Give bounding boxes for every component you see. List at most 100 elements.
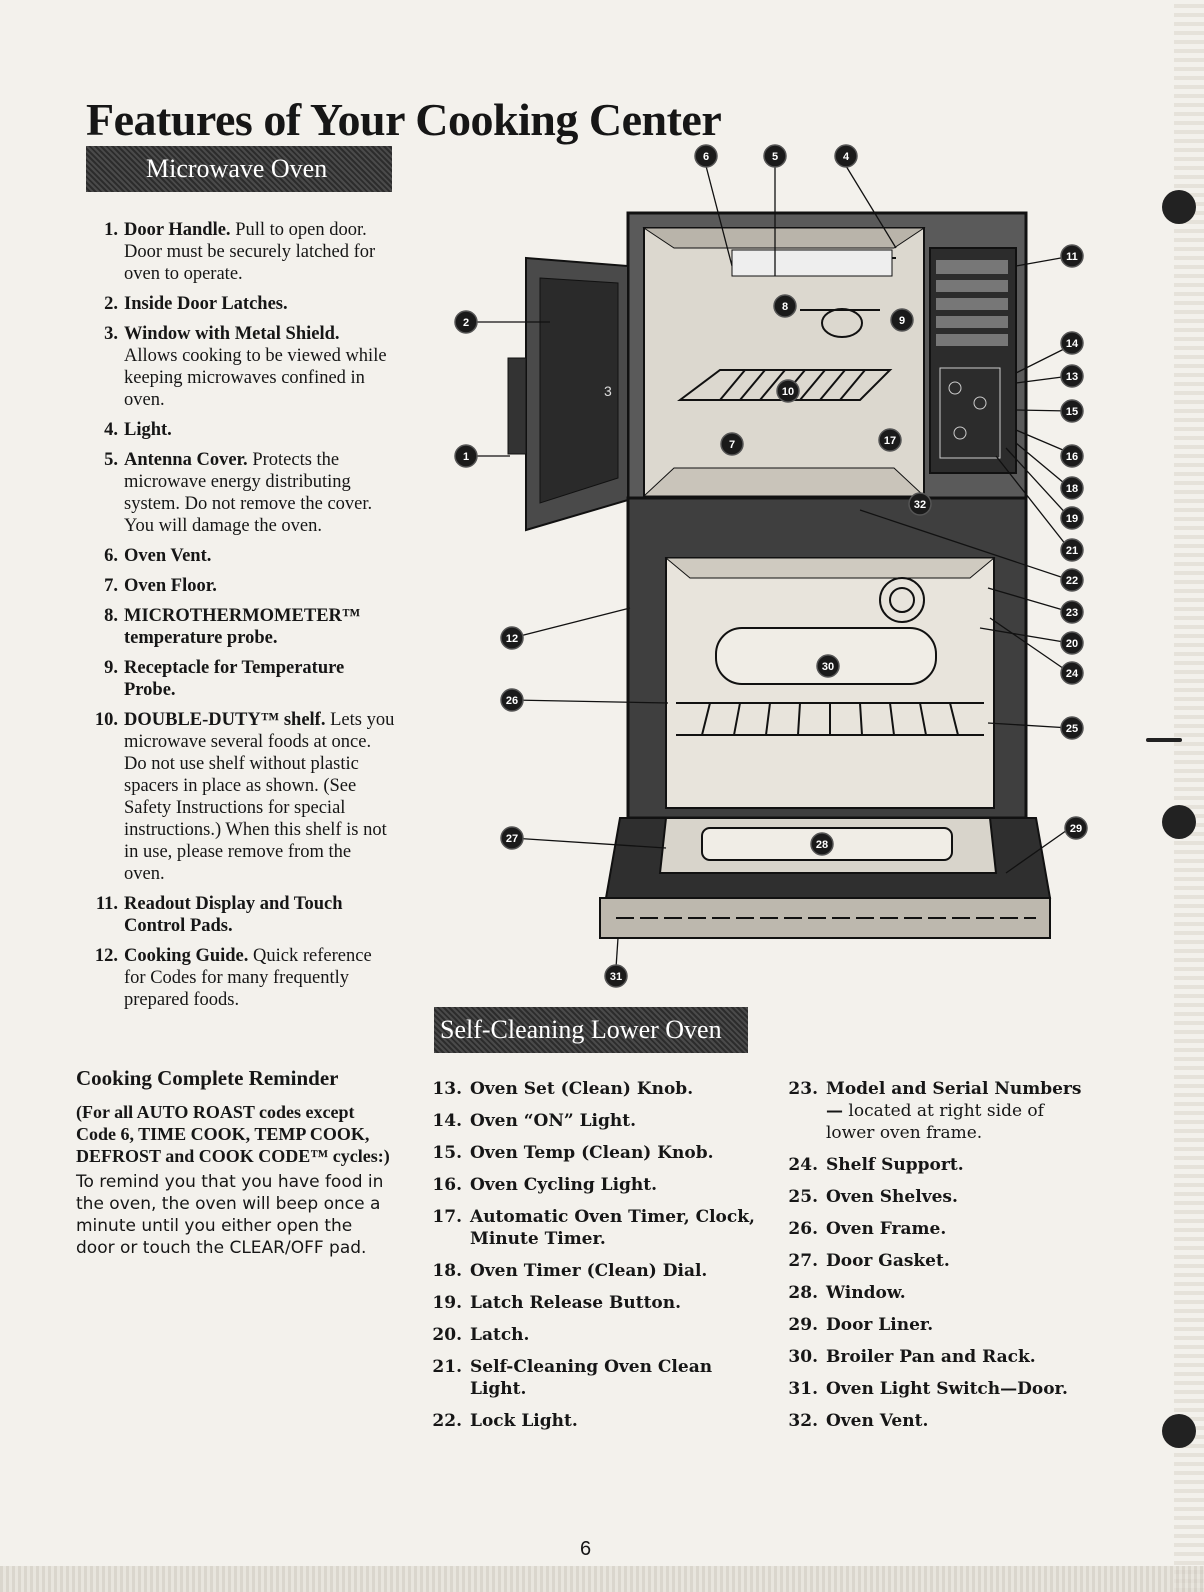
item-heading: Self-Cleaning Oven Clean Light. [470,1357,713,1399]
callout-number: 11 [1066,251,1078,263]
item-heading: Automatic Oven Timer, Clock, Minute Time… [470,1207,755,1249]
item-number: 16. [432,1175,462,1195]
item-number: 5. [104,450,118,470]
item-number: 13. [432,1079,462,1099]
item-heading: Door Handle. [124,220,231,240]
callout-number: 32 [914,499,926,511]
callout-circle [816,654,840,678]
callout-circle [454,310,478,334]
callout-number: 18 [1066,483,1078,495]
item-number: 7. [104,576,118,596]
callout-number: 9 [899,315,905,327]
callout-number: 31 [610,971,622,983]
callout-circle [890,308,914,332]
callout-circle [1060,600,1084,624]
callout-circle [773,294,797,318]
callout-circle [1060,716,1084,740]
item-number: 9. [104,658,118,678]
item-description: Pull to open door. Door must be securely… [124,220,376,284]
item-number: 27. [788,1251,818,1271]
callout-number: 6 [703,151,709,163]
callout-circle [454,444,478,468]
list-item: 26.Oven Frame. [786,1218,1086,1240]
list-item: 1. Door Handle. Pull to open door. Door m… [86,219,396,285]
list-item: 20.Latch. [430,1324,760,1346]
item-description: Quick reference for Codes for many frequ… [124,946,372,1010]
item-heading: Oven “ON” Light. [470,1111,637,1131]
item-number: 25. [788,1187,818,1207]
item-heading: Oven Light Switch—Door. [826,1379,1068,1399]
item-number: 31. [788,1379,818,1399]
margin-mark [1146,738,1182,742]
self-cleaning-feature-list-1: 13.Oven Set (Clean) Knob.14.Oven “ON” Li… [430,1078,760,1442]
callout-circle [500,688,524,712]
item-heading: Model and Serial Numbers— [826,1079,1082,1121]
item-number: 15. [432,1143,462,1163]
microwave-cabinet [626,211,1028,505]
callout-circle [878,428,902,452]
callout-number: 23 [1066,607,1078,619]
item-number: 6. [104,546,118,566]
callout-number: 7 [729,439,735,451]
item-number: 30. [788,1347,818,1367]
callout-number: 19 [1066,513,1078,525]
item-description: Lets you microwave several foods at once… [124,710,395,884]
list-item: 7. Oven Floor. [86,575,396,597]
item-heading: Cooking Guide. [124,946,249,966]
binder-hole [1162,1414,1196,1448]
list-item: 3.Window with Metal Shield. Allows cooki… [86,323,396,411]
item-heading: Oven Temp (Clean) Knob. [470,1143,714,1163]
callout-circle [1060,399,1084,423]
self-cleaning-feature-list-2: 23.Model and Serial Numbers— located at … [786,1078,1086,1442]
list-item: 25. Oven Shelves. [786,1186,1086,1208]
item-number: 20. [432,1325,462,1345]
callout-circle [720,432,744,456]
callout-number: 12 [506,633,518,645]
callout-number: 26 [506,695,518,707]
leader-lines [476,165,1073,969]
callout-number: 17 [884,435,896,447]
microwave-door: 3 [507,256,629,532]
callout-number: 1 [463,451,469,463]
item-number: 11. [95,894,118,914]
list-item: 31. Oven Light Switch—Door. [786,1378,1086,1400]
callout-circle [1060,244,1084,268]
item-heading: Oven Frame. [826,1219,947,1239]
item-heading: Oven Vent. [826,1411,929,1431]
item-heading: Window. [826,1283,906,1303]
item-number: 2. [104,294,118,314]
callout-circle [1060,568,1084,592]
item-heading: Oven Shelves. [826,1187,958,1207]
reminder-subheading: (For all AUTO ROAST codes except Code 6,… [76,1102,390,1166]
scan-edge [0,1566,1204,1592]
item-heading: Inside Door Latches. [124,294,288,314]
item-heading: Lock Light. [470,1411,578,1431]
item-number: 32. [788,1411,818,1431]
item-description: located at right side of lower oven fram… [826,1101,1044,1143]
window-number-label: 3 [604,383,612,399]
callout-circle [1060,661,1084,685]
item-heading: Antenna Cover. [124,450,248,470]
list-item: 17.Automatic Oven Timer, Clock, Minute T… [430,1206,760,1250]
item-heading: Oven Timer (Clean) Dial. [470,1261,708,1281]
item-heading: Oven Floor. [124,576,217,596]
list-item: 4.Light. [86,419,396,441]
self-cleaning-banner: Self-Cleaning Lower Oven [434,1007,748,1053]
item-heading: Receptacle for Temperature Probe. [124,658,345,700]
callout-circle [1060,631,1084,655]
item-number: 1. [104,220,118,240]
scan-edge [1174,0,1204,1592]
item-heading: Light. [124,420,172,440]
item-heading: Oven Vent. [124,546,212,566]
list-item: 15. Oven Temp (Clean) Knob. [430,1142,760,1164]
callout-circle [834,144,858,168]
item-number: 29. [788,1315,818,1335]
item-number: 3. [104,324,118,344]
item-number: 24. [788,1155,818,1175]
callout-circle [1064,816,1088,840]
binder-hole [1162,805,1196,839]
callout-number: 8 [782,301,788,313]
item-description: Protects the microwave energy distributi… [124,450,373,536]
callout-number: 5 [772,151,778,163]
